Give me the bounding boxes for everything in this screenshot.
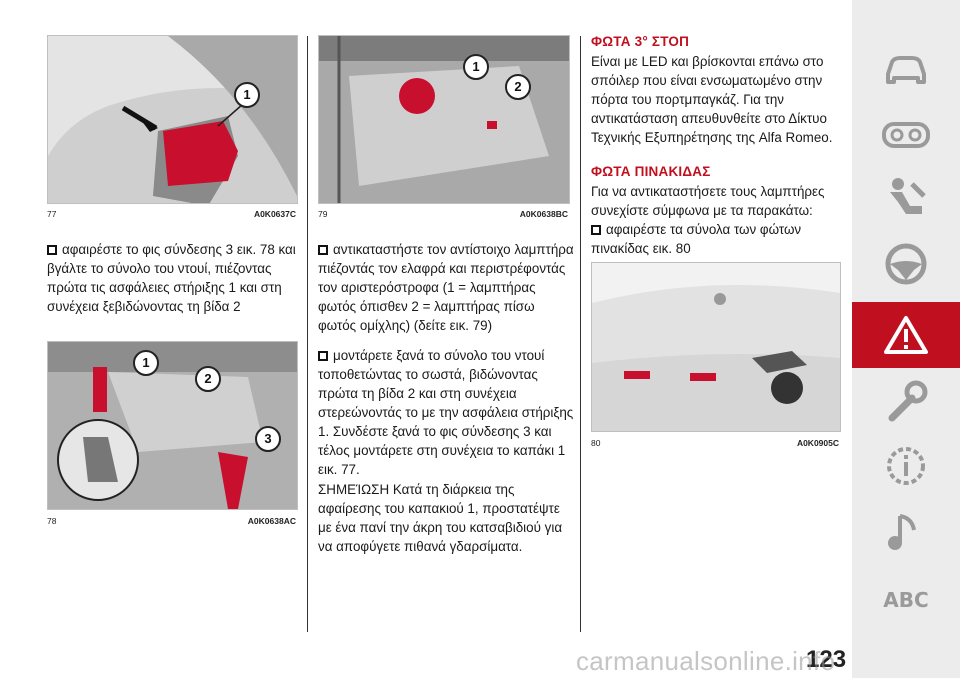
figure-79: 1 2 — [318, 35, 570, 204]
figure-78: 1 2 3 — [47, 341, 298, 510]
col3-paragraph-3: αφαιρέστε τα σύνολα των φώτων πινακίδας … — [591, 220, 845, 258]
figure-77-caption: 77 A0K0637C — [47, 209, 296, 219]
col1-para1-text: αφαιρέστε το φις σύνδεσης 3 εικ. 78 και … — [47, 242, 296, 314]
figure-80 — [591, 262, 841, 432]
figure-80-illustration — [592, 263, 840, 431]
watermark: carmanualsonline.info — [576, 646, 836, 676]
safety-icon — [890, 178, 926, 214]
page-number: 123 — [806, 646, 847, 673]
col2-para1-text: αντικαταστήστε τον αντίστοιχο λαμπτήρα π… — [318, 242, 574, 333]
car-icon — [886, 56, 926, 84]
figure-78-illustration — [48, 342, 297, 509]
col2-paragraph-2: μοντάρετε ξανά το σύνολο του ντουί τοποθ… — [318, 346, 574, 479]
figure-code: A0K0638BC — [519, 209, 568, 219]
figure-79-illustration — [319, 36, 569, 203]
figure-80-caption: 80 A0K0905C — [591, 438, 839, 448]
checkbox-bullet-icon — [318, 351, 328, 361]
sidebar-item-multimedia[interactable] — [852, 502, 960, 562]
info-icon — [887, 447, 925, 485]
col1-paragraph: αφαιρέστε το φις σύνδεσης 3 εικ. 78 και … — [47, 240, 299, 316]
heading-third-brake-light: ΦΩΤΑ 3° ΣΤΟΠ — [591, 34, 690, 49]
callout-1: 1 — [234, 82, 260, 108]
sidebar-item-steering[interactable] — [852, 234, 960, 294]
figure-code: A0K0637C — [253, 209, 296, 219]
figure-code: A0K0905C — [796, 438, 839, 448]
callout-1: 1 — [133, 350, 159, 376]
sidebar-item-car[interactable] — [852, 40, 960, 100]
figure-number: 79 — [318, 209, 328, 219]
heading-licence-plate-lights: ΦΩΤΑ ΠΙΝΑΚΙΔΑΣ — [591, 164, 711, 179]
checkbox-bullet-icon — [591, 225, 601, 235]
col2-note-text: ΣΗΜΕΊΩΣΗ Κατά τη διάρκεια της αφαίρεσης … — [318, 482, 563, 554]
sidebar-item-maintenance[interactable] — [852, 372, 960, 432]
callout-2: 2 — [195, 366, 221, 392]
figure-number: 77 — [47, 209, 57, 219]
col3-para1-text: Είναι με LED και βρίσκονται επάνω στο σπ… — [591, 54, 833, 145]
column-divider — [580, 36, 581, 632]
column-divider — [307, 36, 308, 632]
col3-paragraph-2: Για να αντικαταστήσετε τους λαμπτήρες συ… — [591, 182, 845, 220]
callout-1: 1 — [463, 54, 489, 80]
figure-code: A0K0638AC — [247, 516, 296, 526]
sidebar-item-info[interactable] — [852, 436, 960, 496]
sidebar-item-dashboard[interactable] — [852, 104, 960, 164]
figure-78-caption: 78 A0K0638AC — [47, 516, 296, 526]
sidebar-item-index[interactable]: ABC — [852, 570, 960, 630]
wrench-icon — [888, 380, 928, 422]
col3-para3-text: αφαιρέστε τα σύνολα των φώτων πινακίδας … — [591, 222, 802, 256]
figure-77: 1 — [47, 35, 298, 204]
sidebar-item-safety[interactable] — [852, 168, 960, 228]
checkbox-bullet-icon — [318, 245, 328, 255]
abc-index-label: ABC — [883, 588, 929, 612]
dashboard-icon — [882, 122, 930, 148]
music-icon — [888, 514, 916, 550]
col2-note: ΣΗΜΕΊΩΣΗ Κατά τη διάρκεια της αφαίρεσης … — [318, 480, 574, 556]
sidebar-item-warning[interactable] — [852, 302, 960, 368]
figure-79-caption: 79 A0K0638BC — [318, 209, 568, 219]
col3-paragraph-1: Είναι με LED και βρίσκονται επάνω στο σπ… — [591, 52, 845, 147]
col3-para2-text: Για να αντικαταστήσετε τους λαμπτήρες συ… — [591, 184, 825, 218]
checkbox-bullet-icon — [47, 245, 57, 255]
callout-2: 2 — [505, 74, 531, 100]
steering-wheel-icon — [885, 243, 927, 285]
callout-3: 3 — [255, 426, 281, 452]
warning-icon — [884, 316, 928, 354]
col2-paragraph-1: αντικαταστήστε τον αντίστοιχο λαμπτήρα π… — [318, 240, 574, 335]
figure-number: 80 — [591, 438, 601, 448]
chapter-sidebar: ABC — [852, 0, 960, 678]
col2-para2-text: μοντάρετε ξανά το σύνολο του ντουί τοποθ… — [318, 348, 574, 477]
figure-number: 78 — [47, 516, 57, 526]
figure-77-illustration — [48, 36, 297, 203]
